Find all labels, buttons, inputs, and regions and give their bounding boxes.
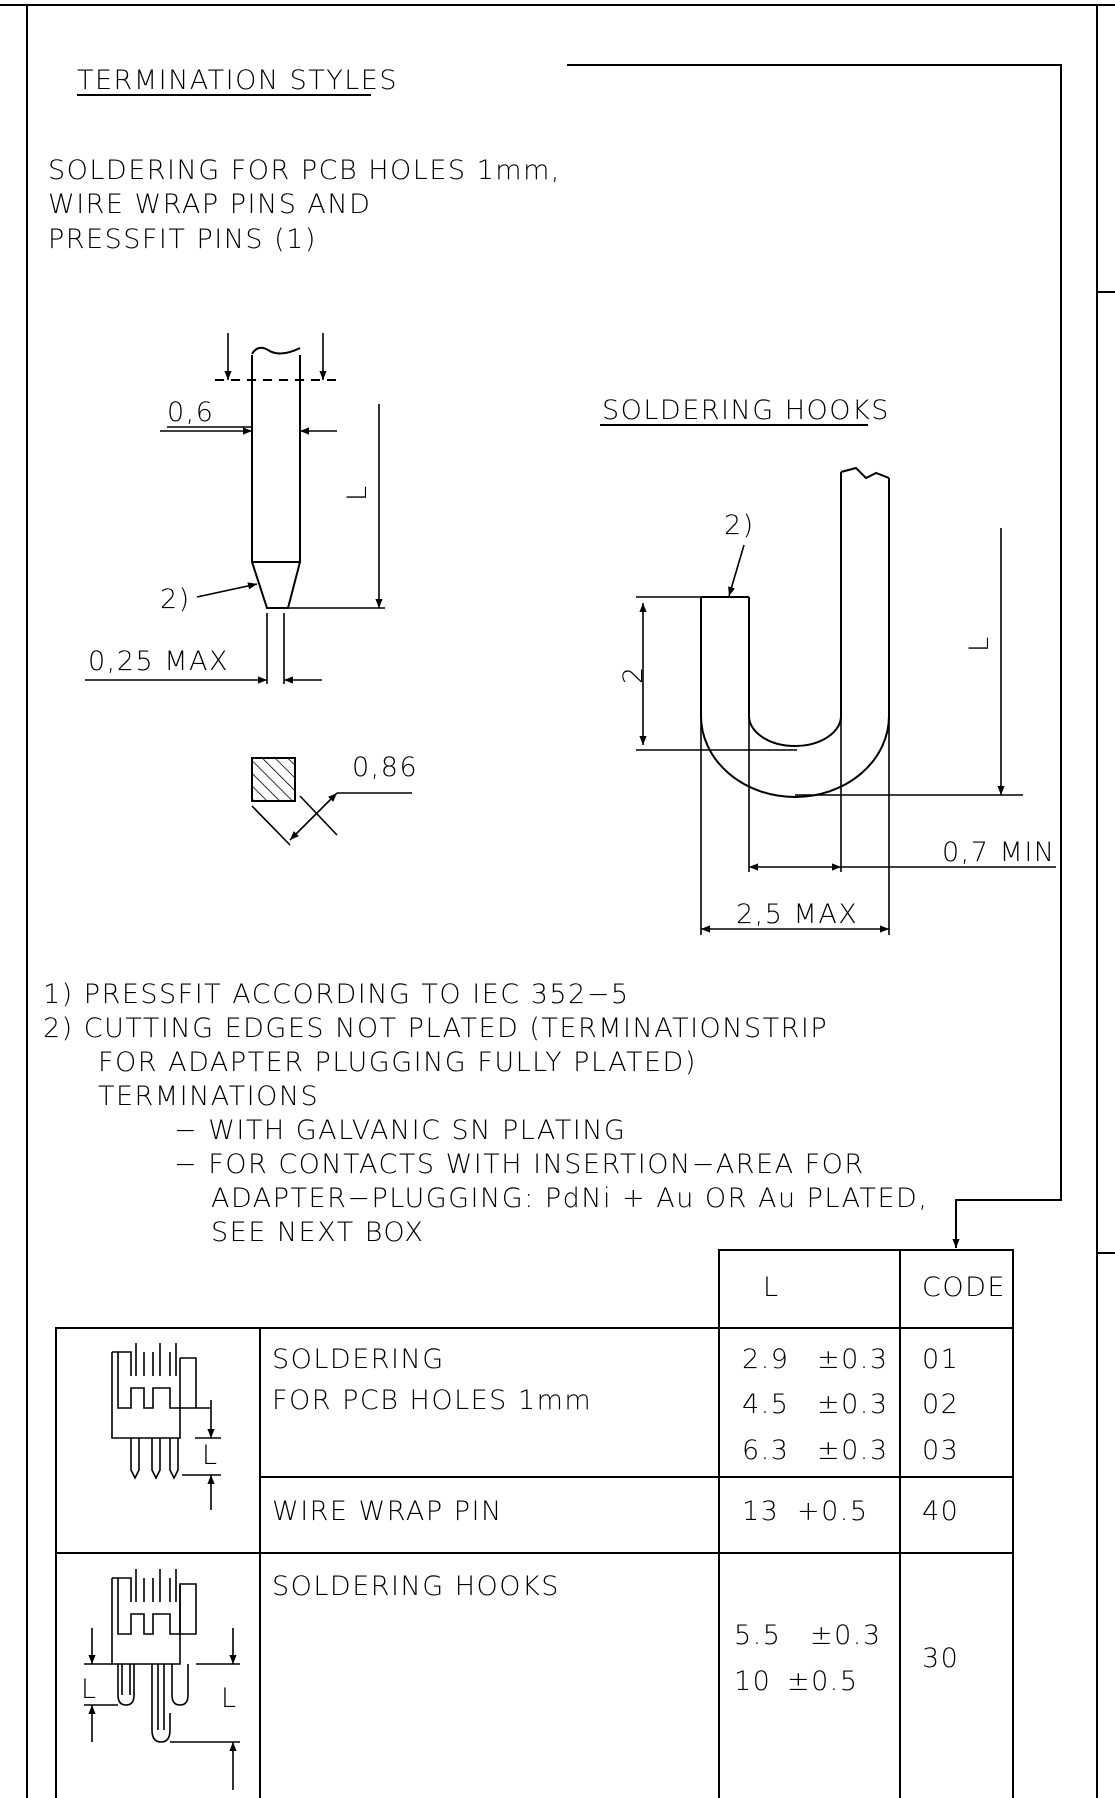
row1-code-2: 02 xyxy=(922,1389,959,1420)
sheet-frame xyxy=(0,4,1115,1798)
hook-length-label: L xyxy=(964,635,995,652)
pin-length-label: L xyxy=(342,484,373,501)
pin-note-label: 2) xyxy=(160,584,191,615)
row1-len-3: 6.3 xyxy=(742,1435,789,1466)
row3-len-2: 10 xyxy=(734,1666,771,1697)
hook-height-label: 2 xyxy=(618,665,649,684)
note-terminations: TERMINATIONS xyxy=(98,1081,319,1112)
pin-square-label: 0,86 xyxy=(352,752,418,783)
hook-min-label: 0,7 MIN xyxy=(942,837,1055,868)
row1-desc-1: SOLDERING xyxy=(272,1344,445,1375)
code-table xyxy=(55,1249,1014,1798)
row1-desc-2: FOR PCB HOLES 1mm xyxy=(272,1385,592,1416)
pin-drawing xyxy=(85,333,412,846)
hook-connector-icon xyxy=(84,1569,240,1790)
hook-max-label: 2,5 MAX xyxy=(736,899,858,930)
row2-tol: +0.5 xyxy=(797,1496,869,1527)
row2-len: 13 xyxy=(742,1496,779,1527)
hook-note-label: 2) xyxy=(724,510,755,541)
pcb-pin-connector-icon xyxy=(111,1343,221,1510)
intro-line-2: WIRE WRAP PINS AND xyxy=(48,189,371,220)
intro-line-3: PRESSFIT PINS (1) xyxy=(48,224,317,255)
row1-tol-2: ±0.3 xyxy=(817,1389,889,1420)
note-adapter-plugging: ADAPTER−PLUGGING: PdNi + Au OR Au PLATED… xyxy=(211,1183,928,1214)
row1-len-1: 2.9 xyxy=(742,1344,789,1375)
row3-icon-l-left: L xyxy=(81,1674,98,1705)
row3-len-1: 5.5 xyxy=(734,1620,781,1651)
row3-icon-l-right: L xyxy=(221,1683,238,1714)
note-1: 1) PRESSFIT ACCORDING TO IEC 352−5 xyxy=(43,979,630,1010)
row1-code-1: 01 xyxy=(922,1344,959,1375)
row1-tol-1: ±0.3 xyxy=(817,1344,889,1375)
row3-tol-2: ±0.5 xyxy=(787,1666,859,1697)
note-2-cont: FOR ADAPTER PLUGGING FULLY PLATED) xyxy=(98,1047,697,1078)
header-code: CODE xyxy=(922,1272,1006,1303)
hooks-title: SOLDERING HOOKS xyxy=(602,395,890,426)
pin-tip-label: 0,25 MAX xyxy=(88,646,229,677)
row2-desc: WIRE WRAP PIN xyxy=(272,1496,503,1527)
note-2: 2) CUTTING EDGES NOT PLATED (TERMINATION… xyxy=(43,1013,828,1044)
pin-width-label: 0,6 xyxy=(167,397,214,428)
row2-code: 40 xyxy=(922,1496,959,1527)
intro-line-1: SOLDERING FOR PCB HOLES 1mm, xyxy=(48,155,561,186)
row1-code-3: 03 xyxy=(922,1435,959,1466)
row1-icon-l-label: L xyxy=(202,1440,219,1471)
row3-code: 30 xyxy=(922,1643,959,1674)
section-title: TERMINATION STYLES xyxy=(77,65,398,96)
note-insertion-area: − FOR CONTACTS WITH INSERTION−AREA FOR xyxy=(174,1149,865,1180)
row1-tol-3: ±0.3 xyxy=(817,1435,889,1466)
row3-tol-1: ±0.3 xyxy=(810,1620,882,1651)
row1-len-2: 4.5 xyxy=(742,1389,789,1420)
header-l: L xyxy=(763,1272,780,1303)
hook-drawing xyxy=(636,466,1056,935)
note-sn-plating: − WITH GALVANIC SN PLATING xyxy=(174,1115,626,1146)
note-see-next-box: SEE NEXT BOX xyxy=(211,1217,424,1248)
row3-desc: SOLDERING HOOKS xyxy=(272,1571,560,1602)
